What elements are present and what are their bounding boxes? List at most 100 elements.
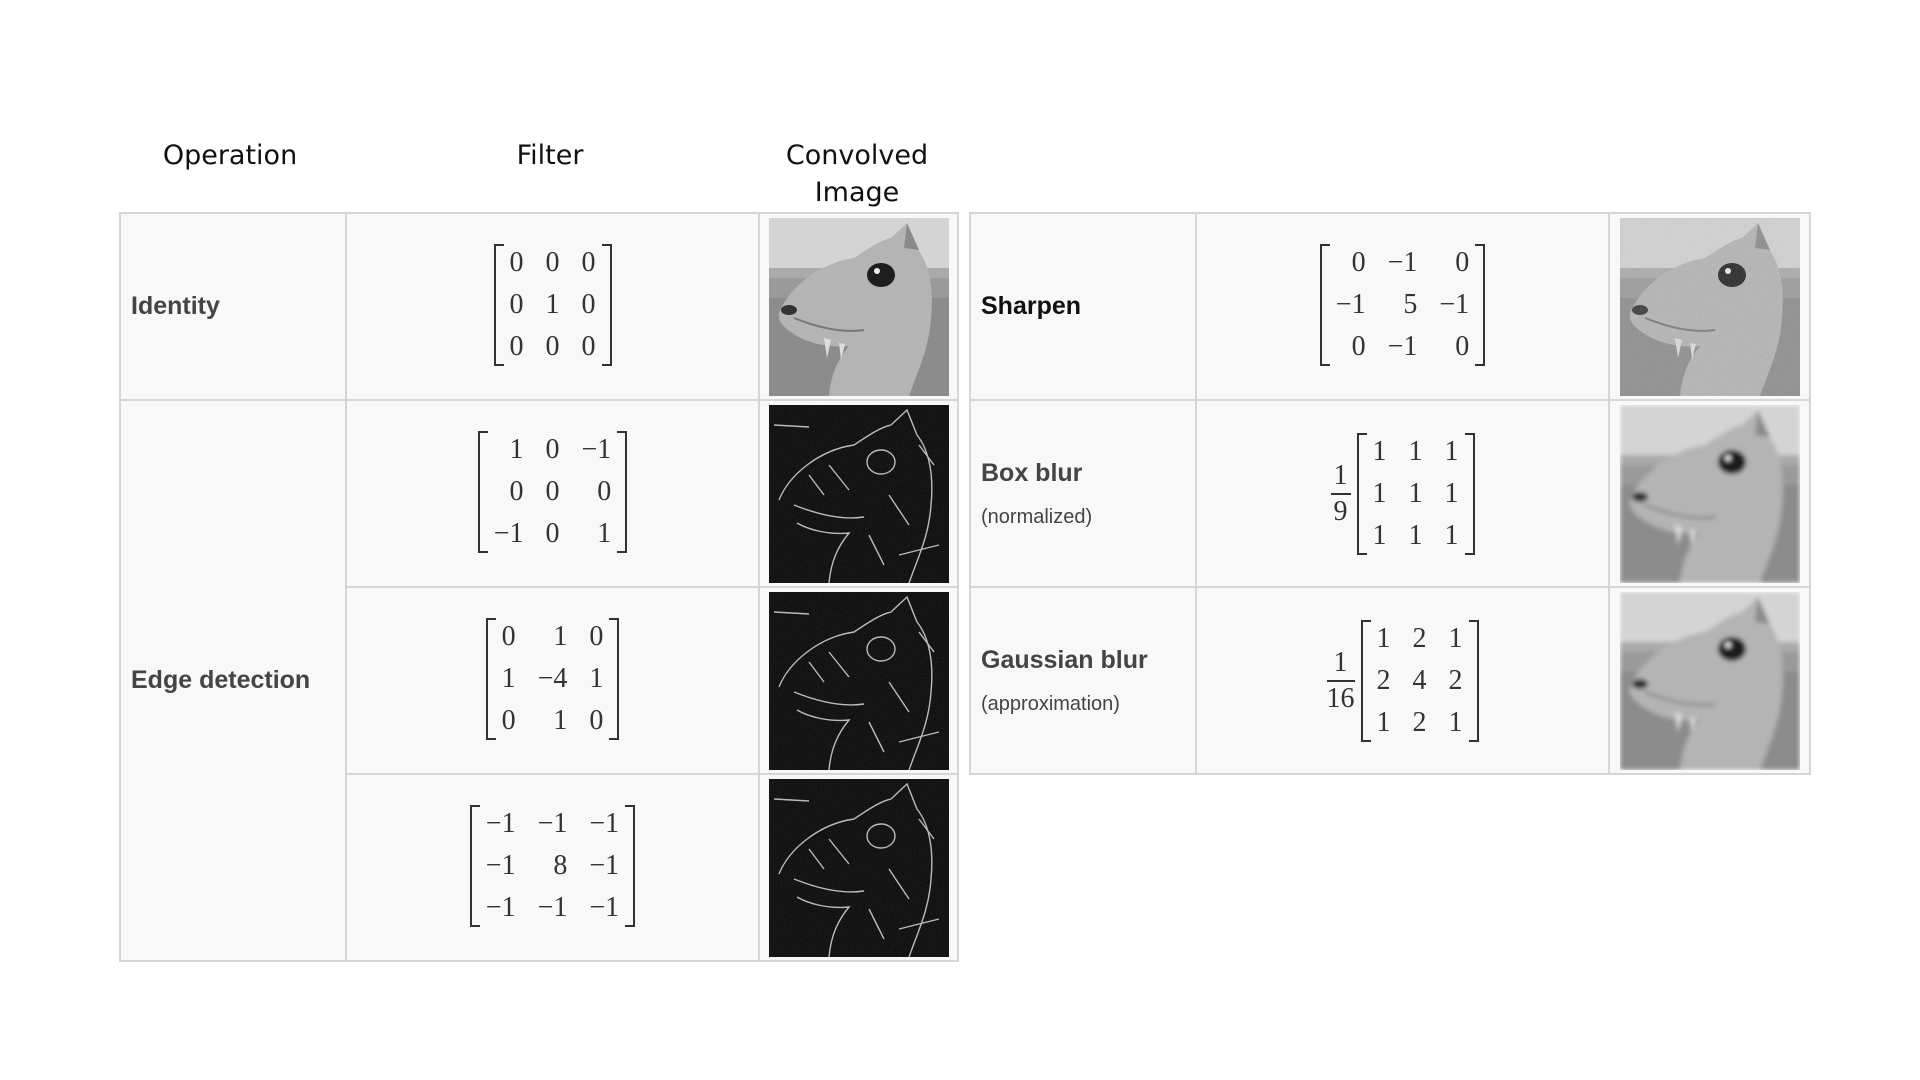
matrix-cell: 1 [553,621,568,652]
header-convolved-image: Convolved Image [785,140,929,208]
matrix-cell: −1 [1335,289,1366,320]
fraction-numerator: 1 [1333,646,1348,678]
matrix-cell: −1 [493,518,524,549]
right-bracket [1468,619,1479,742]
right-bracket [1475,244,1486,366]
convolved-image-edge-2 [769,592,949,770]
scale-fraction: 1 16 [1326,646,1355,714]
fraction-denominator: 9 [1333,495,1348,527]
image-cell [758,399,959,588]
right-bracket [625,805,636,927]
left-bracket [1356,432,1367,555]
matrix-cell: 0 [1351,247,1366,278]
matrix-cell: 1 [589,663,604,694]
matrix-cell: 0 [545,518,560,549]
matrix-cell: 0 [589,705,604,736]
matrix-cell: 0 [509,247,524,278]
scale-fraction: 1 9 [1330,459,1351,527]
matrix-cell: 1 [545,289,560,320]
matrix-cell: 1 [1448,706,1463,738]
convolved-image-sharpen [1620,218,1800,396]
matrix-cell: 0 [545,331,560,362]
matrix-cell: 0 [501,705,516,736]
image-cell [1608,212,1811,401]
matrix-cell: 1 [1448,622,1463,654]
matrix-cell: 0 [509,289,524,320]
matrix-cell: 1 [1408,519,1423,551]
image-cell [1608,586,1811,775]
image-cell [758,586,959,775]
matrix-cell: 5 [1403,289,1418,320]
operation-sublabel: (normalized) [981,505,1093,528]
matrix-cell: 0 [509,476,524,507]
matrix-cell: 0 [501,621,516,652]
matrix-cell: 2 [1412,706,1427,738]
matrix-cell: 1 [1376,622,1391,654]
left-bracket [485,618,496,740]
matrix-cell: 1 [509,434,524,465]
matrix-cell: −1 [537,808,568,839]
matrix-cell: −1 [485,808,516,839]
operation-label: Gaussian blur (approximation) [969,586,1197,775]
left-bracket [1360,619,1371,742]
matrix-cell: 0 [1351,331,1366,362]
matrix-cell: 1 [1372,435,1387,467]
matrix-cell: 0 [581,331,596,362]
matrix-cell: 1 [1408,435,1423,467]
right-bracket [1464,432,1475,555]
matrix-cell: 4 [1412,664,1427,696]
operation-label: Box blur (normalized) [969,399,1197,588]
matrix-cell: −1 [485,892,516,923]
matrix-cell: −1 [1387,247,1418,278]
operation-sublabel: (approximation) [981,692,1120,715]
matrix-cell: 0 [581,289,596,320]
fraction-numerator: 1 [1333,459,1348,491]
matrix-cell: 0 [1455,331,1470,362]
left-bracket [477,431,488,553]
matrix-cell: −4 [537,663,568,694]
matrix-cell: 0 [589,621,604,652]
matrix-cell: 0 [597,476,612,507]
matrix-cell: 0 [545,476,560,507]
matrix-cell: 2 [1412,622,1427,654]
matrix-cell: 1 [597,518,612,549]
operation-label: Identity [119,212,347,401]
matrix-cell: −1 [537,892,568,923]
matrix-cell: −1 [485,850,516,881]
right-bracket [617,431,628,553]
matrix-cell: 0 [545,434,560,465]
matrix-cell: 1 [1372,477,1387,509]
matrix-cell: 0 [509,331,524,362]
matrix-cell: −1 [589,808,620,839]
matrix-cell: 0 [545,247,560,278]
right-bracket [601,244,612,366]
matrix-cell: −1 [589,850,620,881]
matrix-cell: 0 [1455,247,1470,278]
matrix-cell: 1 [553,705,568,736]
matrix-cell: 1 [1444,519,1459,551]
operation-label: Sharpen [969,212,1197,401]
matrix-cell: 1 [1372,519,1387,551]
matrix-cell: 1 [1444,435,1459,467]
image-cell [1608,399,1811,588]
image-cell [758,773,959,962]
matrix-cell: −1 [1387,331,1418,362]
